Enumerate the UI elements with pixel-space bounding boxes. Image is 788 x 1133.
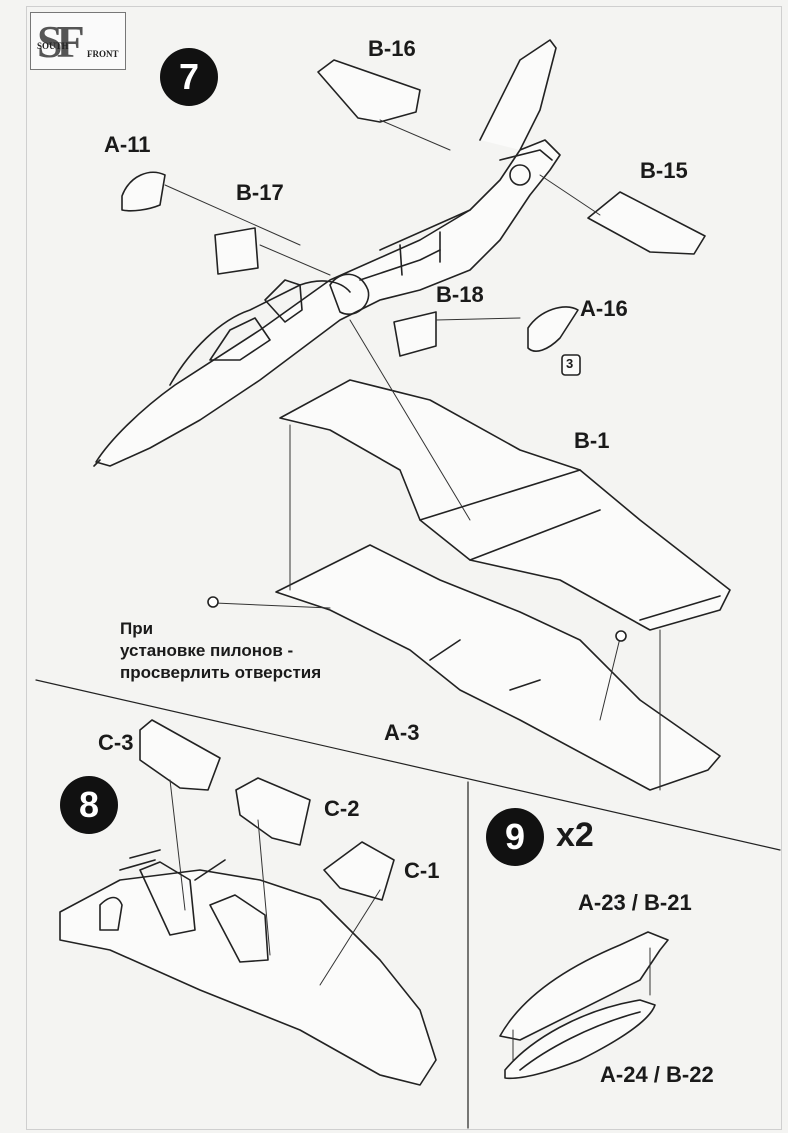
note-line-2: установке пилонов - <box>120 641 294 660</box>
part-a16-shape <box>527 306 579 352</box>
leader-line <box>319 889 381 986</box>
section-divider <box>35 679 781 851</box>
part-label-a11: A-11 <box>104 132 151 157</box>
leader-line <box>349 319 471 521</box>
part-b17-shape <box>214 227 259 275</box>
part-label-b17: B-17 <box>236 180 284 205</box>
note-line-3: просверлить отверстия <box>120 663 322 682</box>
part-label-b16: B-16 <box>368 36 416 61</box>
fuselage-drawing <box>93 39 561 467</box>
logo-word-top: SOUTH <box>37 41 69 51</box>
drop-tank-drawing <box>499 931 669 1080</box>
part-b16-shape <box>317 59 421 123</box>
step-9-multiplier: x2 <box>556 816 594 854</box>
leader-line <box>169 779 186 911</box>
leader-line <box>214 602 331 609</box>
part-a11-shape <box>121 171 166 212</box>
part-label-a24-b22: A-24 / B-22 <box>600 1062 714 1087</box>
step-7-badge: 7 <box>160 48 218 106</box>
part-label-a16: A-16 <box>580 296 628 321</box>
part-label-a23-b21: A-23 / B-21 <box>578 890 692 915</box>
part-label-b1: B-1 <box>574 428 610 453</box>
part-c3-shape <box>139 719 221 791</box>
part-label-a3: A-3 <box>384 720 420 745</box>
part-c1-shape <box>323 841 395 901</box>
part-b1-shape <box>279 379 731 631</box>
cockpit-drawing <box>59 849 437 1086</box>
leader-line <box>379 119 451 151</box>
page-frame <box>26 6 782 1130</box>
leader-line <box>257 819 271 956</box>
pylon-drilling-note: При установке пилонов - просверлить отве… <box>120 618 321 684</box>
part-label-b15: B-15 <box>640 158 688 183</box>
leader-line <box>539 174 601 216</box>
part-label-c1: C-1 <box>404 858 440 883</box>
decal-can <box>561 354 581 376</box>
step-9-badge: 9 <box>486 808 544 866</box>
part-a3-shape <box>275 544 721 791</box>
logo-mark: SF <box>37 16 85 67</box>
leader-line <box>164 184 301 246</box>
part-label-b18: B-18 <box>436 282 484 307</box>
leader-line <box>599 637 621 721</box>
callout-dot <box>207 596 219 608</box>
part-label-c3: C-3 <box>98 730 134 755</box>
part-c2-shape <box>235 777 311 846</box>
step-8-badge: 8 <box>60 776 118 834</box>
note-line-1: При <box>120 619 154 638</box>
part-b18-shape <box>393 311 437 357</box>
part-label-c2: C-2 <box>324 796 360 821</box>
leader-line <box>435 317 521 321</box>
part-b15-shape <box>587 191 706 255</box>
brand-logo: SF SOUTH FRONT <box>30 12 126 70</box>
callout-dot <box>615 630 627 642</box>
leader-line <box>259 244 331 276</box>
logo-word-bottom: FRONT <box>87 49 119 59</box>
decal-number: 3 <box>566 356 574 371</box>
